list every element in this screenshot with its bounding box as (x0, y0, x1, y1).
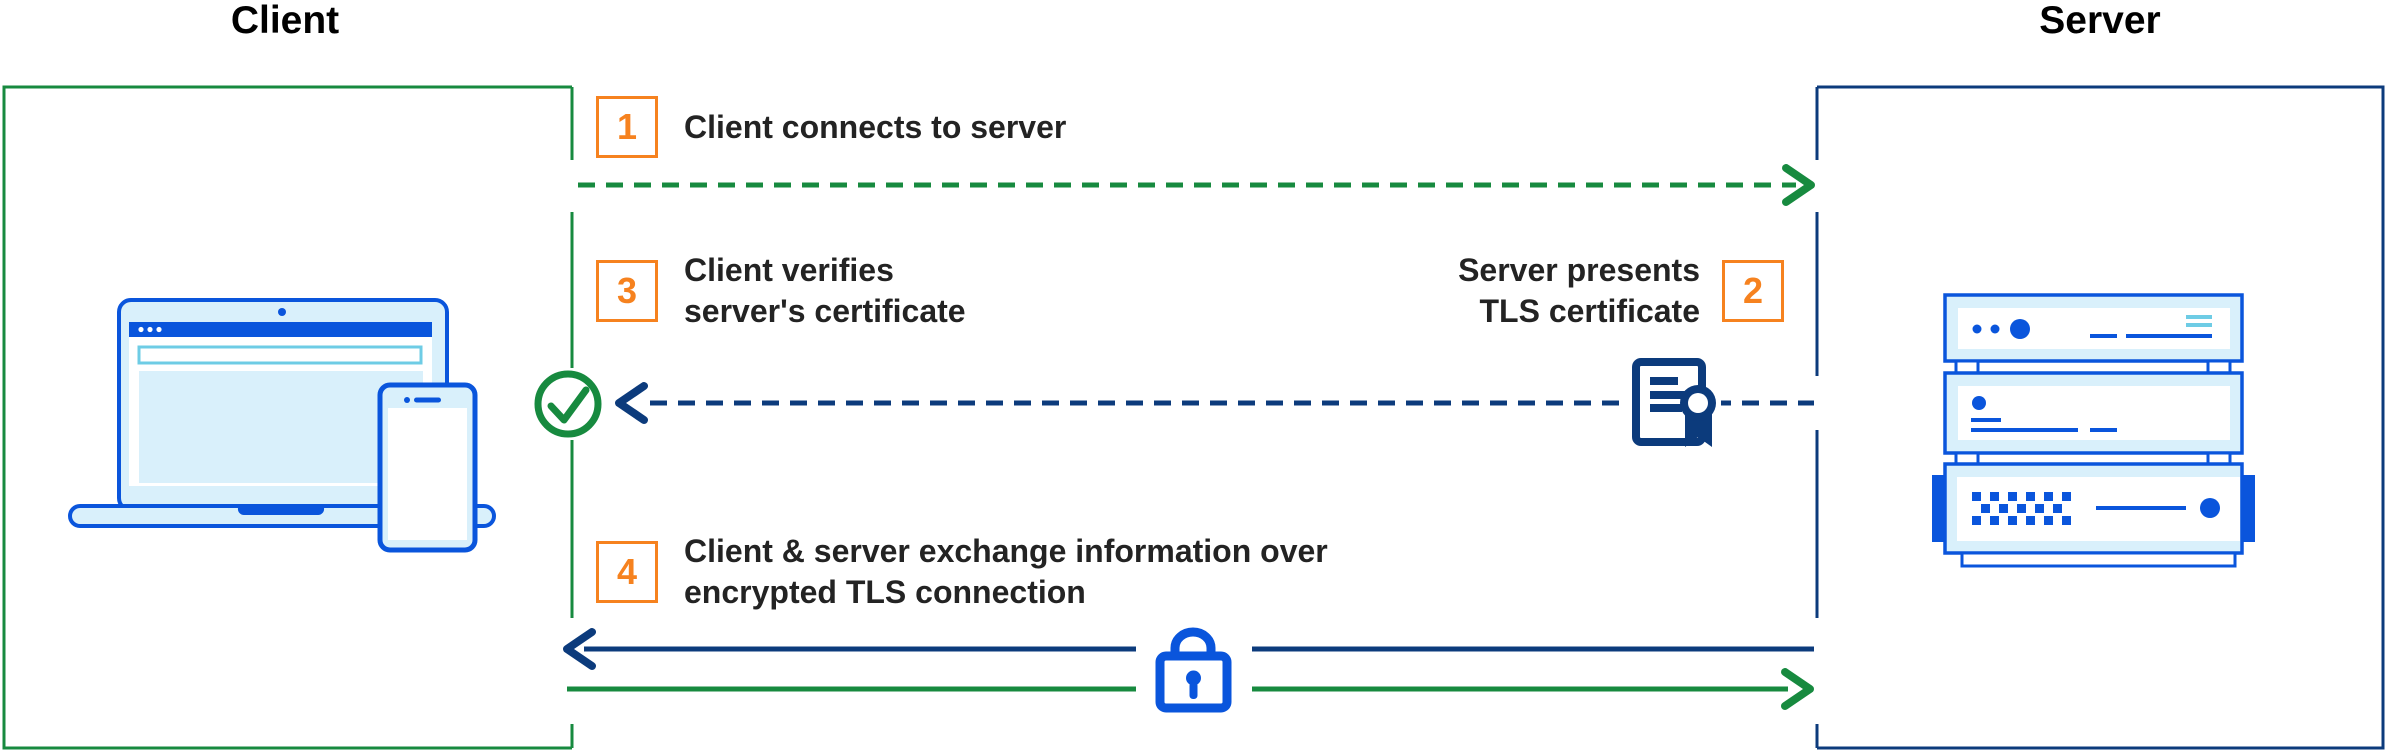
server-rack-illustration (1932, 293, 2255, 568)
step1-arrow (578, 164, 1815, 206)
step1-label: Client connects to server (684, 109, 1067, 145)
step1-badge: 1 (596, 96, 658, 158)
step2-badge: 2 (1722, 260, 1784, 322)
server-title: Server (2039, 0, 2161, 42)
server-box (1815, 85, 2385, 750)
check-circle-icon (533, 369, 603, 439)
client-title: Client (230, 0, 340, 42)
step4-arrow-green (567, 668, 1814, 710)
step4-arrow-navy (563, 628, 1814, 670)
client-box (2, 85, 574, 750)
step4-badge: 4 (596, 541, 658, 603)
vent-pattern (1972, 492, 2071, 525)
step2-arrow (615, 382, 1814, 424)
tls-certificate-icon (1627, 355, 1721, 451)
step3-label: Client verifies server's certificate (684, 252, 966, 329)
step4-label: Client & server exchange information ove… (684, 533, 1328, 610)
step2-label: Server presents TLS certificate (1458, 252, 1700, 329)
step3-badge: 3 (596, 260, 658, 322)
laptop-illustration (68, 298, 496, 528)
padlock-icon (1136, 606, 1252, 716)
phone-illustration (377, 382, 478, 553)
